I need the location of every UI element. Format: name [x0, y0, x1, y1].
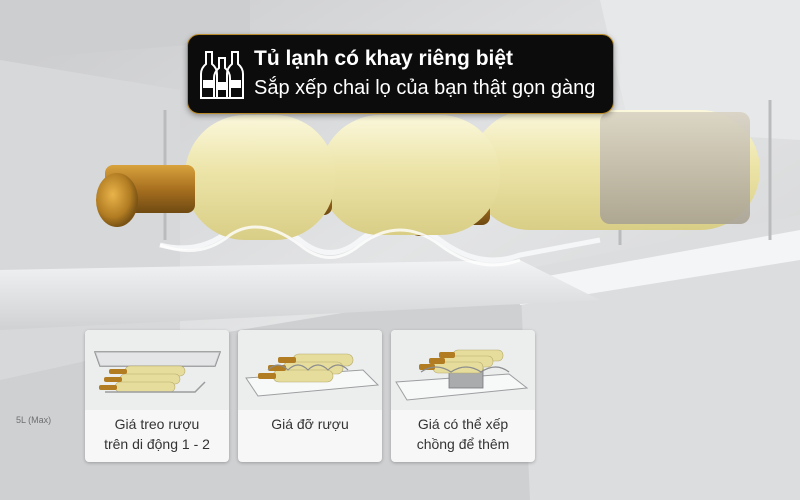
capacity-label: 5L (Max) [16, 415, 52, 425]
caption-line: Giá treo rượu [114, 416, 200, 432]
wine-bottles-icon [200, 51, 244, 99]
thumbnail-caption: Giá đỡ rượu [242, 414, 378, 434]
wine-holder-image [238, 330, 382, 410]
thumbnail-caption: Giá treo rượu trên di động 1 - 2 [89, 414, 225, 454]
caption-line: Giá đỡ rượu [271, 416, 349, 432]
thumbnail-hanging-rack: Giá treo rượu trên di động 1 - 2 [85, 330, 229, 462]
callout-title: Tủ lạnh có khay riêng biệt [254, 47, 514, 70]
thumbnail-caption: Giá có thể xếp chồng để thêm [395, 414, 531, 454]
thumbnail-stackable-rack: Giá có thể xếp chồng để thêm [391, 330, 535, 462]
callout-subtitle: Sắp xếp chai lọ của bạn thật gọn gàng [254, 77, 596, 99]
feature-callout: Tủ lạnh có khay riêng biệt Sắp xếp chai … [187, 34, 614, 114]
caption-line: chồng để thêm [416, 436, 510, 452]
hanging-wine-rack-image [85, 330, 229, 410]
caption-line: trên di động 1 - 2 [104, 436, 210, 452]
caption-line: Giá có thể xếp [417, 416, 509, 432]
stackable-rack-image [391, 330, 535, 410]
thumbnail-wine-holder: Giá đỡ rượu [238, 330, 382, 462]
